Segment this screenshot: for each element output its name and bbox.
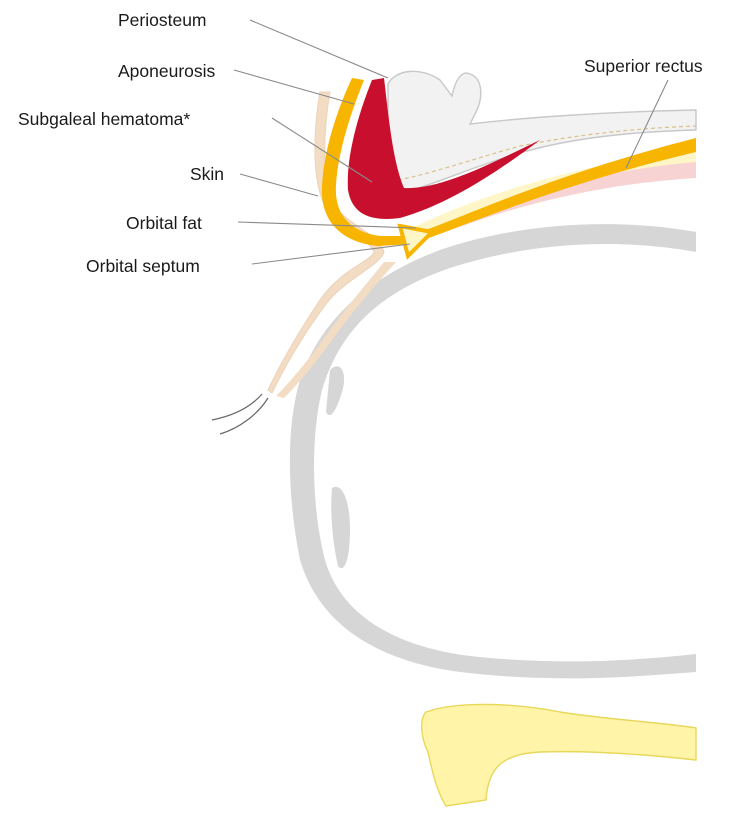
orbital-fat-leader bbox=[238, 222, 416, 228]
label-aponeurosis: Aponeurosis bbox=[118, 61, 216, 81]
orbital-septum-shape bbox=[400, 226, 432, 256]
maxilla-bone bbox=[422, 704, 696, 806]
ciliary-lower bbox=[331, 487, 350, 568]
label-superior-rectus: Superior rectus bbox=[584, 56, 703, 76]
periosteum-leader bbox=[250, 20, 388, 78]
label-skin: Skin bbox=[190, 164, 224, 184]
eyelash-upper bbox=[212, 394, 262, 420]
ciliary-upper bbox=[326, 366, 344, 415]
eye-globe bbox=[290, 224, 696, 678]
label-orbital-septum: Orbital septum bbox=[86, 256, 200, 276]
orbital-septum-leader bbox=[252, 244, 410, 264]
superior-rectus-muscle bbox=[430, 160, 696, 234]
label-orbital-fat: Orbital fat bbox=[126, 213, 202, 233]
label-subgaleal-hematoma: Subgaleal hematoma* bbox=[18, 109, 190, 129]
aponeurosis-leader bbox=[234, 70, 354, 104]
label-periosteum: Periosteum bbox=[118, 10, 207, 30]
skin-leader bbox=[240, 174, 318, 196]
